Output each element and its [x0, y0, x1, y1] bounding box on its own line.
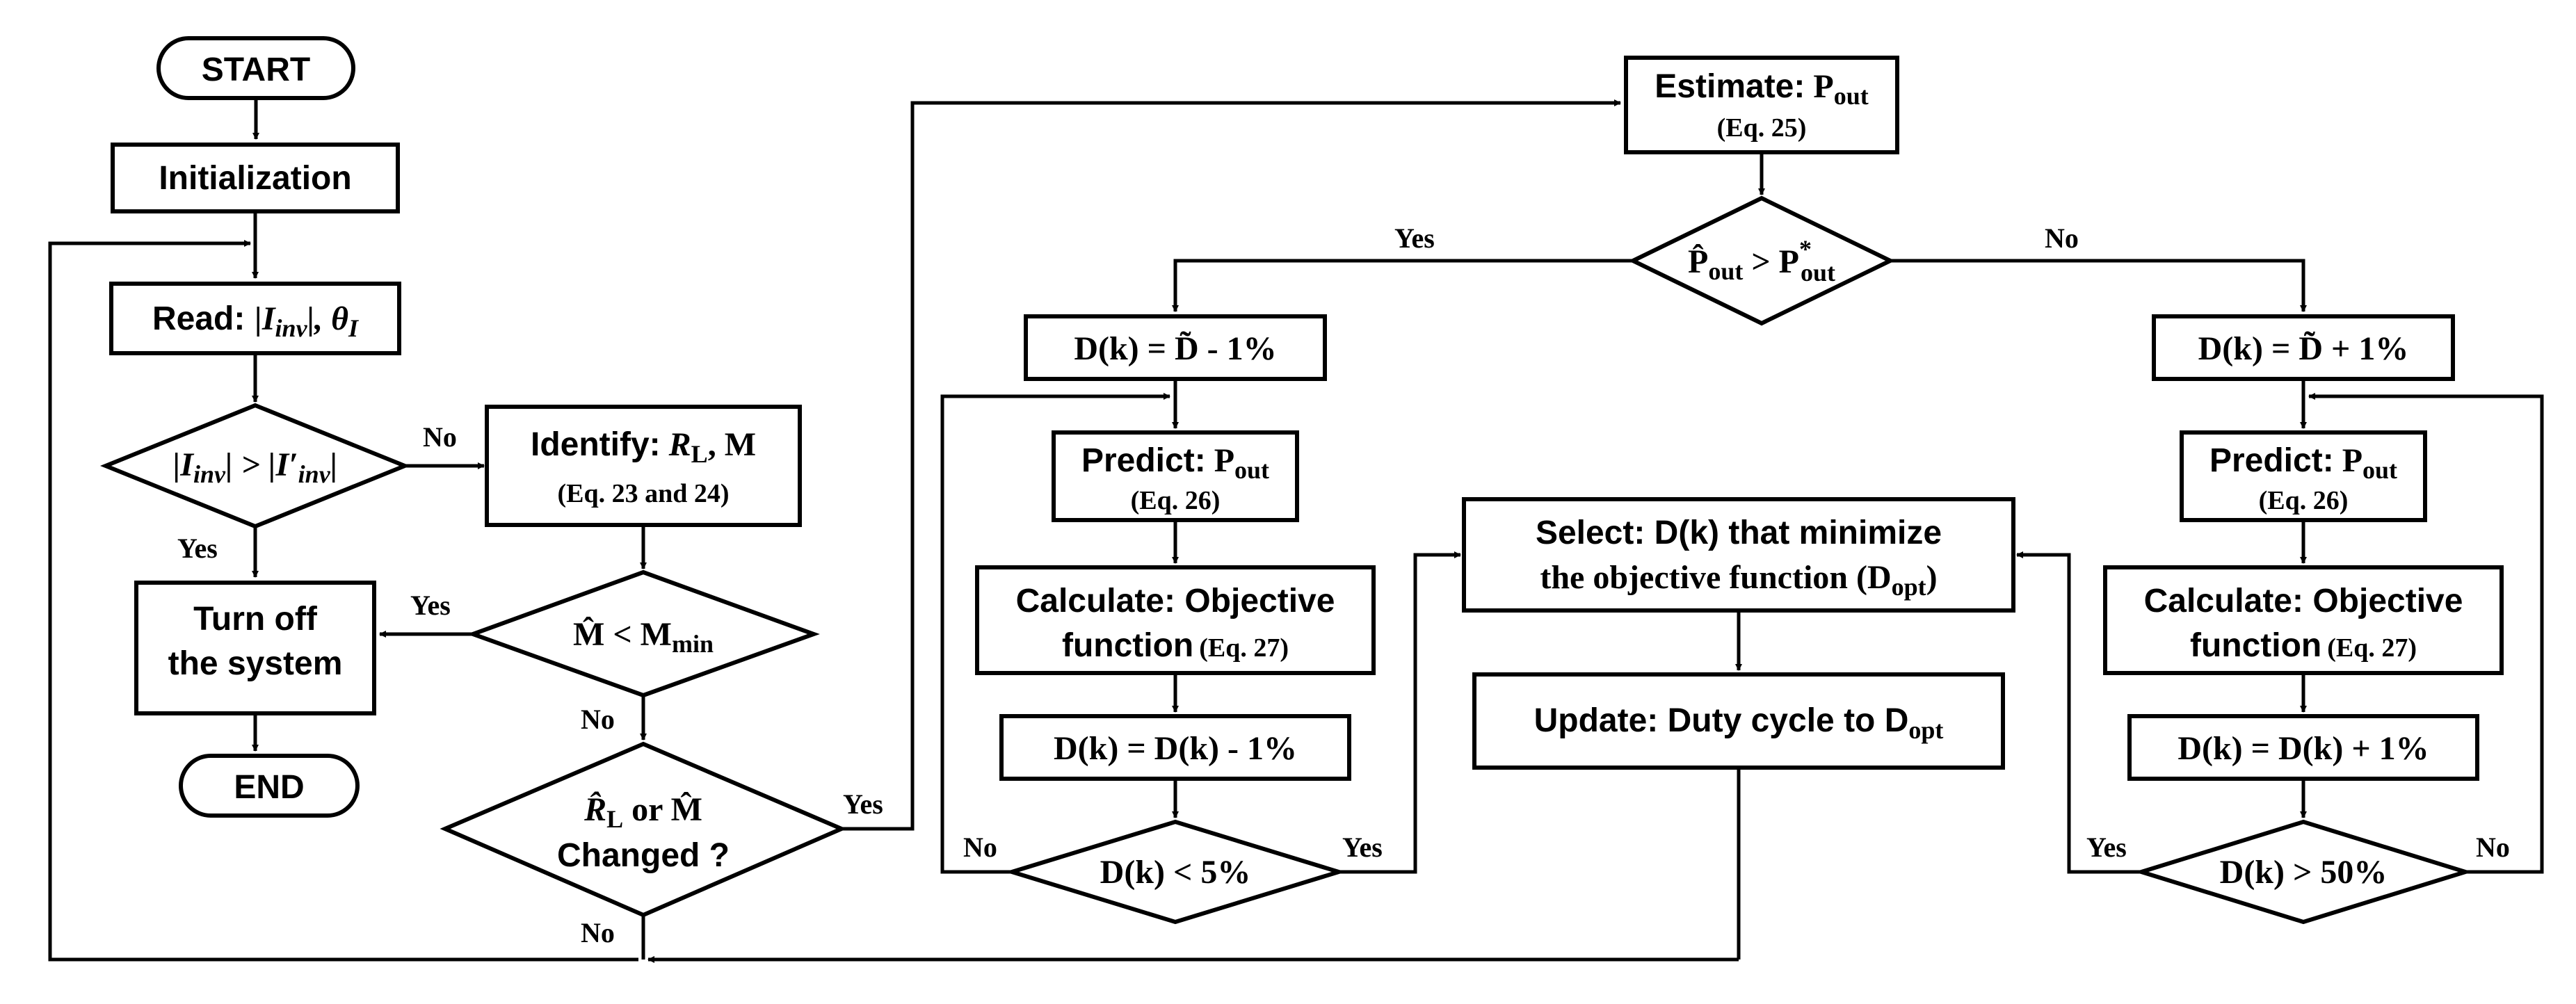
svg-text:Estimate: Pout: Estimate: Pout — [1655, 68, 1868, 110]
svg-text:the objective function (Dopt): the objective function (Dopt) — [1540, 559, 1937, 601]
svg-text:Calculate: Objective: Calculate: Objective — [1016, 583, 1335, 620]
initialization-box: Initialization — [111, 143, 400, 213]
calculate-box-right: Calculate: Objective function(Eq. 27) — [2103, 565, 2504, 675]
svg-text:|Iinv| > |I′inv|: |Iinv| > |I′inv| — [173, 446, 338, 488]
current-compare-decision: |Iinv| > |I′inv| — [100, 403, 410, 529]
no-label: No — [2045, 222, 2079, 254]
predict-box-right: Predict: Pout (Eq. 26) — [2180, 430, 2427, 522]
svg-text:(Eq. 23 and 24): (Eq. 23 and 24) — [557, 479, 729, 508]
m-min-decision: M̂ < Mmin — [467, 569, 820, 698]
select-box: Select: D(k) that minimize the objective… — [1462, 497, 2015, 613]
start-terminal: START — [156, 36, 355, 100]
connector — [842, 99, 1621, 831]
svg-text:Calculate: Objective: Calculate: Objective — [2144, 583, 2463, 620]
svg-text:D(k) = D̃ + 1%: D(k) = D̃ + 1% — [2198, 330, 2409, 368]
svg-text:Initialization: Initialization — [159, 160, 351, 197]
yes-label: Yes — [1342, 832, 1383, 863]
connector — [48, 240, 638, 962]
svg-text:Identify: RL, M: Identify: RL, M — [531, 426, 756, 468]
end-terminal: END — [179, 754, 360, 818]
svg-text:P̂out > P*out: P̂out > P*out — [1688, 235, 1835, 286]
update-box: Update: Duty cycle to Dopt — [1472, 672, 2005, 770]
svg-text:the system: the system — [168, 645, 343, 682]
no-label: No — [963, 832, 997, 863]
svg-text:function(Eq. 27): function(Eq. 27) — [1062, 627, 1289, 664]
read-box: Read: |Iinv|, θI — [109, 282, 401, 355]
d-less-than-decision: D(k) < 5% — [1004, 819, 1346, 925]
svg-text:D(k) = D(k) + 1%: D(k) = D(k) + 1% — [2177, 730, 2429, 767]
no-label: No — [581, 704, 615, 735]
connector — [1172, 259, 1633, 312]
yes-label: Yes — [410, 590, 451, 621]
power-compare-decision: P̂out > P*out — [1628, 195, 1895, 326]
svg-text:Select: D(k) that minimize: Select: D(k) that minimize — [1536, 515, 1942, 551]
svg-text:D(k) > 50%: D(k) > 50% — [2220, 854, 2388, 891]
connector — [1339, 551, 1461, 874]
d-plus-box: D(k) = D̃ + 1% — [2152, 314, 2455, 381]
d-step-minus-box: D(k) = D(k) - 1% — [999, 714, 1351, 781]
estimate-box: Estimate: Pout (Eq. 25) — [1624, 56, 1899, 154]
predict-box-left: Predict: Pout (Eq. 26) — [1052, 430, 1299, 522]
d-minus-box: D(k) = D̃ - 1% — [1024, 314, 1327, 381]
svg-text:(Eq. 25): (Eq. 25) — [1717, 113, 1807, 143]
svg-text:Turn off: Turn off — [193, 601, 318, 638]
svg-text:D(k) = D̃ - 1%: D(k) = D̃ - 1% — [1074, 330, 1276, 368]
d-greater-than-decision: D(k) > 50% — [2134, 819, 2473, 925]
yes-label: Yes — [2086, 832, 2127, 863]
svg-text:Changed ?: Changed ? — [557, 837, 730, 874]
connector — [1890, 259, 2307, 312]
svg-text:Predict: Pout: Predict: Pout — [1081, 442, 1269, 484]
svg-text:(Eq. 26): (Eq. 26) — [1131, 486, 1221, 515]
calculate-box-left: Calculate: Objective function(Eq. 27) — [975, 565, 1376, 675]
connector — [2016, 551, 2141, 874]
changed-decision: R̂L or M̂ Changed ? — [440, 741, 847, 918]
svg-text:END: END — [234, 769, 304, 806]
svg-text:function(Eq. 27): function(Eq. 27) — [2190, 627, 2417, 664]
svg-text:D(k) = D(k) - 1%: D(k) = D(k) - 1% — [1054, 730, 1297, 767]
connector — [940, 393, 1170, 874]
svg-text:(Eq. 26): (Eq. 26) — [2259, 486, 2349, 515]
svg-text:M̂ < Mmin: M̂ < Mmin — [573, 616, 714, 658]
svg-text:Update: Duty cycle to Dopt: Update: Duty cycle to Dopt — [1534, 702, 1944, 744]
identify-box: Identify: RL, M (Eq. 23 and 24) — [485, 405, 802, 527]
yes-label: Yes — [177, 533, 218, 564]
svg-text:START: START — [202, 51, 310, 88]
no-label: No — [2476, 832, 2510, 863]
svg-text:D(k) < 5%: D(k) < 5% — [1100, 854, 1251, 891]
yes-label: Yes — [843, 788, 883, 820]
svg-text:R̂L or M̂: R̂L or M̂ — [583, 791, 702, 833]
connector — [2308, 393, 2544, 874]
turn-off-box: Turn off the system — [134, 581, 376, 715]
svg-text:Predict: Pout: Predict: Pout — [2209, 442, 2397, 484]
yes-label: Yes — [1394, 222, 1435, 254]
d-step-plus-box: D(k) = D(k) + 1% — [2127, 714, 2479, 781]
svg-text:Read: |Iinv|, θI: Read: |Iinv|, θI — [152, 300, 360, 342]
no-label: No — [423, 421, 457, 453]
no-label: No — [581, 917, 615, 948]
